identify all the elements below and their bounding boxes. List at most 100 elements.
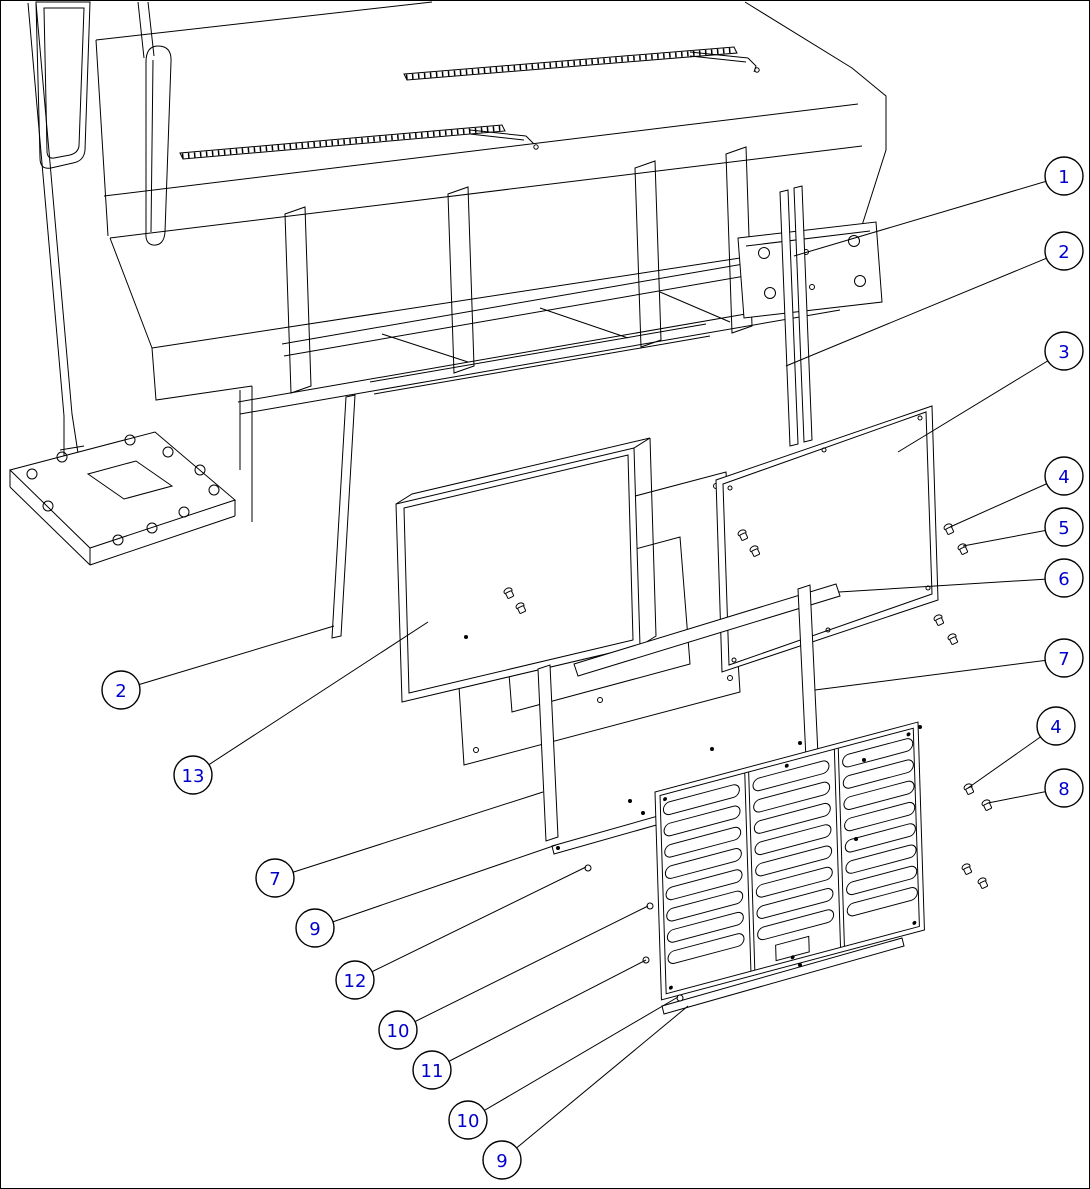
louver-slot xyxy=(757,909,835,941)
callout-10-upper: 10 xyxy=(378,1010,418,1050)
louver-slot xyxy=(846,865,918,896)
callout-9-lower: 9 xyxy=(482,1140,522,1180)
callout-10-lower: 10 xyxy=(448,1100,488,1140)
bolt-icon xyxy=(977,877,989,889)
callout-6: 6 xyxy=(1044,558,1084,598)
louver-slot xyxy=(755,866,833,898)
callout-number: 2 xyxy=(115,681,126,702)
cab-body-lines xyxy=(95,1,887,522)
callout-number: 13 xyxy=(182,766,205,787)
cab-window-inner xyxy=(43,7,85,159)
frame-leg xyxy=(725,146,753,334)
screw-item10-lower xyxy=(676,994,684,1002)
callout-number: 4 xyxy=(1050,717,1061,738)
callout-number: 3 xyxy=(1058,342,1069,363)
screw-item12 xyxy=(584,864,592,872)
callout-9-upper: 9 xyxy=(295,908,335,948)
callout-number: 7 xyxy=(269,869,280,890)
wiper-blade-icon xyxy=(179,124,506,160)
bolt-icon xyxy=(749,545,761,557)
callout-4-right: 4 xyxy=(1044,456,1084,496)
callout-11: 11 xyxy=(412,1050,452,1090)
callout-number: 10 xyxy=(387,1021,410,1042)
callout-number: 12 xyxy=(344,971,367,992)
callout-number: 9 xyxy=(309,919,320,940)
callout-number: 11 xyxy=(421,1061,444,1082)
exploded-parts xyxy=(331,185,993,1015)
callout-number: 2 xyxy=(1058,242,1069,263)
bolt-icon xyxy=(515,602,527,614)
seal-strip-item6 xyxy=(573,583,841,677)
mounting-flange-left xyxy=(9,431,237,566)
wiper-blade-icon xyxy=(403,46,738,81)
louver-slot xyxy=(663,805,741,837)
callout-5: 5 xyxy=(1044,507,1084,547)
grab-handle xyxy=(137,1,172,246)
bolt-icon xyxy=(947,633,959,645)
cab-window xyxy=(35,1,91,169)
louver-slot xyxy=(667,933,745,964)
callout-number: 9 xyxy=(496,1151,507,1172)
callout-number: 5 xyxy=(1058,518,1069,539)
louver-slot xyxy=(846,887,918,917)
cab-pillar xyxy=(27,2,85,468)
bolt-icon xyxy=(981,799,993,811)
cab-assembly xyxy=(27,1,887,522)
retainer-bar-item9-lower xyxy=(661,937,905,1015)
louver-slot xyxy=(753,802,831,834)
wiper-upper xyxy=(403,46,760,81)
louver-slot xyxy=(666,911,744,943)
callout-4-mid: 4 xyxy=(1036,706,1076,746)
frame-rails xyxy=(237,249,841,415)
callout-8: 8 xyxy=(1044,768,1084,808)
flange-opening xyxy=(86,460,174,500)
callout-number: 6 xyxy=(1058,569,1069,590)
frame-leg xyxy=(634,160,662,348)
wiper-lower xyxy=(179,124,539,160)
louver-slot xyxy=(845,844,917,874)
louver-slot xyxy=(844,801,916,832)
rivet-dots xyxy=(464,635,922,967)
louver-slot xyxy=(842,759,914,789)
bolt-icon xyxy=(957,543,969,555)
louver-slot xyxy=(664,826,742,858)
callout-13: 13 xyxy=(173,755,213,795)
callout-7-right: 7 xyxy=(1044,638,1084,678)
louver-slot xyxy=(843,780,915,810)
seal-strip-item7-left xyxy=(537,664,559,842)
callout-1: 1 xyxy=(1044,156,1084,196)
louver-slot xyxy=(665,869,743,901)
callout-2-left: 2 xyxy=(101,670,141,710)
louver-slot xyxy=(754,824,832,856)
support-frame xyxy=(237,146,883,415)
bolt-icon xyxy=(943,523,955,535)
callout-number: 4 xyxy=(1058,467,1069,488)
frame-leg xyxy=(447,186,475,374)
louver-slot xyxy=(666,890,744,922)
louvered-grille xyxy=(654,721,925,1001)
bolt-icon xyxy=(961,863,973,875)
rod-item2-right xyxy=(779,189,799,447)
louver-slot xyxy=(842,738,914,768)
bolt-icon xyxy=(737,529,749,541)
callout-number: 8 xyxy=(1058,779,1069,800)
louver-slot xyxy=(664,848,742,879)
louver-slot xyxy=(753,781,831,813)
mounting-plate-right xyxy=(737,221,883,319)
louver-slot xyxy=(755,845,833,877)
strip-item2-left xyxy=(331,394,356,639)
callout-balloons: 1 2 3 4 5 6 7 4 8 2 13 7 9 12 10 11 10 9 xyxy=(101,156,1084,1180)
callout-number: 7 xyxy=(1058,649,1069,670)
louver-slot xyxy=(662,784,740,816)
louver-slot xyxy=(844,823,916,853)
callout-12: 12 xyxy=(335,960,375,1000)
callout-number: 10 xyxy=(457,1111,480,1132)
rod-item1 xyxy=(793,185,813,443)
bolt-icon xyxy=(503,587,515,599)
bolt-icon xyxy=(933,614,945,626)
filter-element-item13 xyxy=(395,437,657,703)
louver-slot xyxy=(756,888,834,919)
callout-number: 1 xyxy=(1058,167,1069,188)
